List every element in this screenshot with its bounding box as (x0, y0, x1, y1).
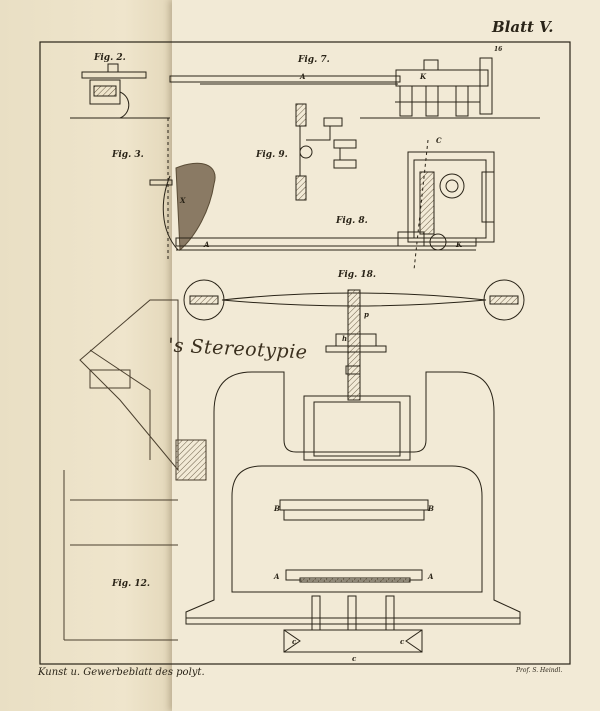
fig8-label: Fig. 8. (336, 216, 368, 226)
letter-label: A (274, 572, 280, 581)
plate-title: Blatt V. (492, 18, 554, 36)
letter-label: c (292, 637, 297, 646)
letter-label: A (428, 572, 434, 581)
fig2-label: Fig. 2. (94, 53, 126, 63)
footer-right: Prof. S. Heindl. (516, 667, 563, 674)
fig8-drawing (397, 139, 495, 271)
letter-label: h (342, 334, 348, 343)
letter-label: X (180, 196, 186, 205)
letter-label: c (352, 654, 357, 663)
letter-label: A (204, 240, 210, 249)
letter-label: c (400, 637, 405, 646)
fig18-label: Fig. 18. (338, 270, 377, 280)
letter-label: p (364, 310, 369, 319)
letter-label: A (300, 72, 306, 81)
fig7-label: Fig. 7. (298, 55, 330, 65)
fig7-drawing (169, 57, 540, 119)
letter-label: B (274, 504, 280, 513)
fig9-drawing (295, 103, 357, 201)
footer-left: Kunst u. Gewerbeblatt des polyt. (38, 667, 205, 678)
fig18-drawing (183, 279, 525, 653)
fig3-label: Fig. 3. (112, 150, 144, 160)
fig3-drawing (149, 118, 477, 260)
letter-label: 16 (494, 46, 503, 53)
fig2-drawing (70, 63, 170, 119)
letter-label: C (436, 136, 442, 145)
letter-label: K (456, 240, 463, 249)
plate-border (39, 41, 571, 665)
fig9-label: Fig. 9. (256, 150, 288, 160)
fig12-label: Fig. 12. (112, 579, 151, 589)
fig12-drawing (63, 299, 207, 641)
letter-label: B (428, 504, 434, 513)
letter-label: K (420, 72, 427, 81)
